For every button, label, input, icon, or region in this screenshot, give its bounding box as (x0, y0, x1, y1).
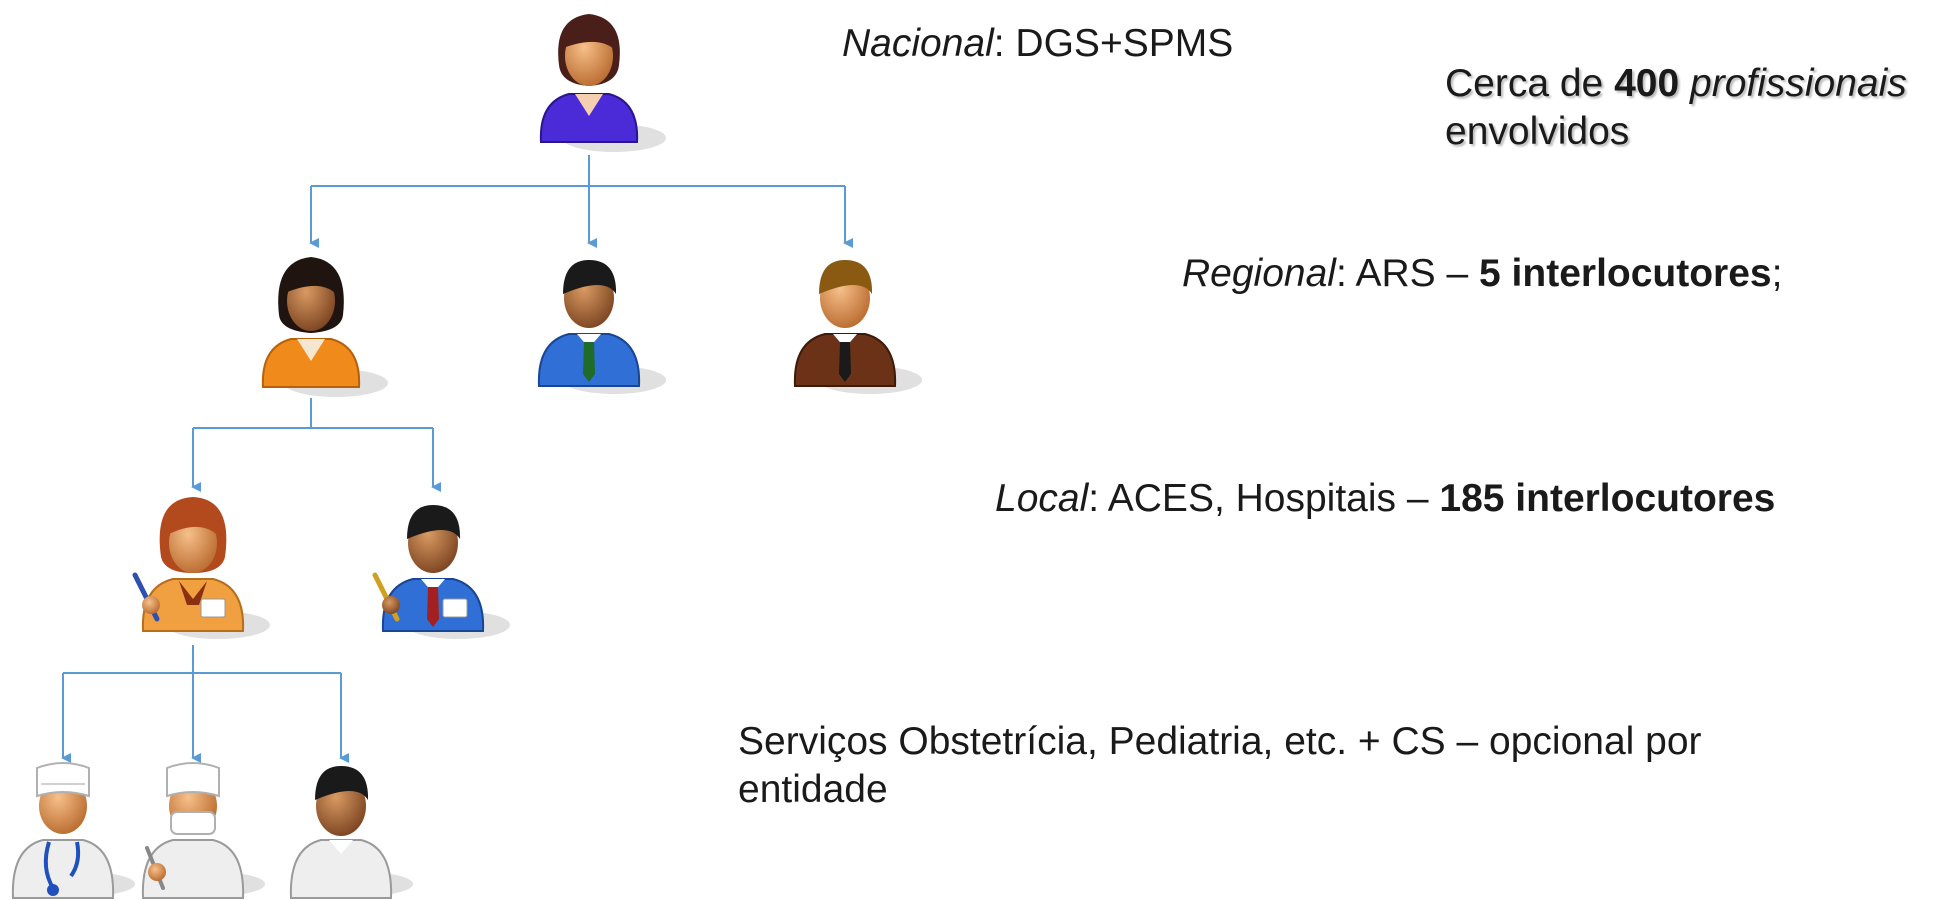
label-nacional: Nacional: DGS+SPMS (842, 20, 1233, 68)
summary-text: Cerca de 400 profissionais envolvidos (1445, 60, 1907, 155)
summary-word: profissionais (1690, 62, 1907, 105)
surgeon-mask-icon (141, 762, 265, 899)
businessman-icon (793, 260, 922, 394)
level-detail-regional: : ARS – (1335, 252, 1480, 295)
level-detail-local: : ACES, Hospitais – (1088, 477, 1440, 520)
label-local: Local: ACES, Hospitais – 185 interlocuto… (995, 475, 1775, 523)
level-name-local: Local (995, 477, 1089, 520)
label-regional: Regional: ARS – 5 interlocutores; (1182, 250, 1782, 298)
level-name-nacional: Nacional (842, 22, 994, 65)
level-count-local: 185 interlocutores (1439, 477, 1776, 520)
summary-line2: envolvidos (1445, 109, 1630, 153)
summary-number: 400 (1614, 62, 1680, 105)
doctor-stethoscope-icon (11, 762, 135, 899)
level-name-regional: Regional (1182, 252, 1336, 295)
staff-icon (289, 766, 413, 899)
level-detail-nacional: : DGS+SPMS (993, 22, 1234, 65)
servicos-line2: entidade (738, 767, 888, 811)
writer-woman-icon (132, 497, 270, 639)
businessman-icon (537, 260, 666, 394)
summary-prefix: Cerca de (1445, 62, 1615, 105)
level-count-regional: 5 interlocutores (1479, 252, 1772, 295)
connectors (61, 155, 853, 763)
woman-icon (539, 14, 666, 152)
label-servicos: Serviços Obstetrícia, Pediatria, etc. + … (738, 718, 1898, 813)
writer-man-icon (372, 505, 510, 639)
level-suffix-regional: ; (1771, 252, 1783, 295)
woman-icon (261, 257, 388, 397)
servicos-line1: Serviços Obstetrícia, Pediatria, etc. + … (738, 720, 1702, 763)
